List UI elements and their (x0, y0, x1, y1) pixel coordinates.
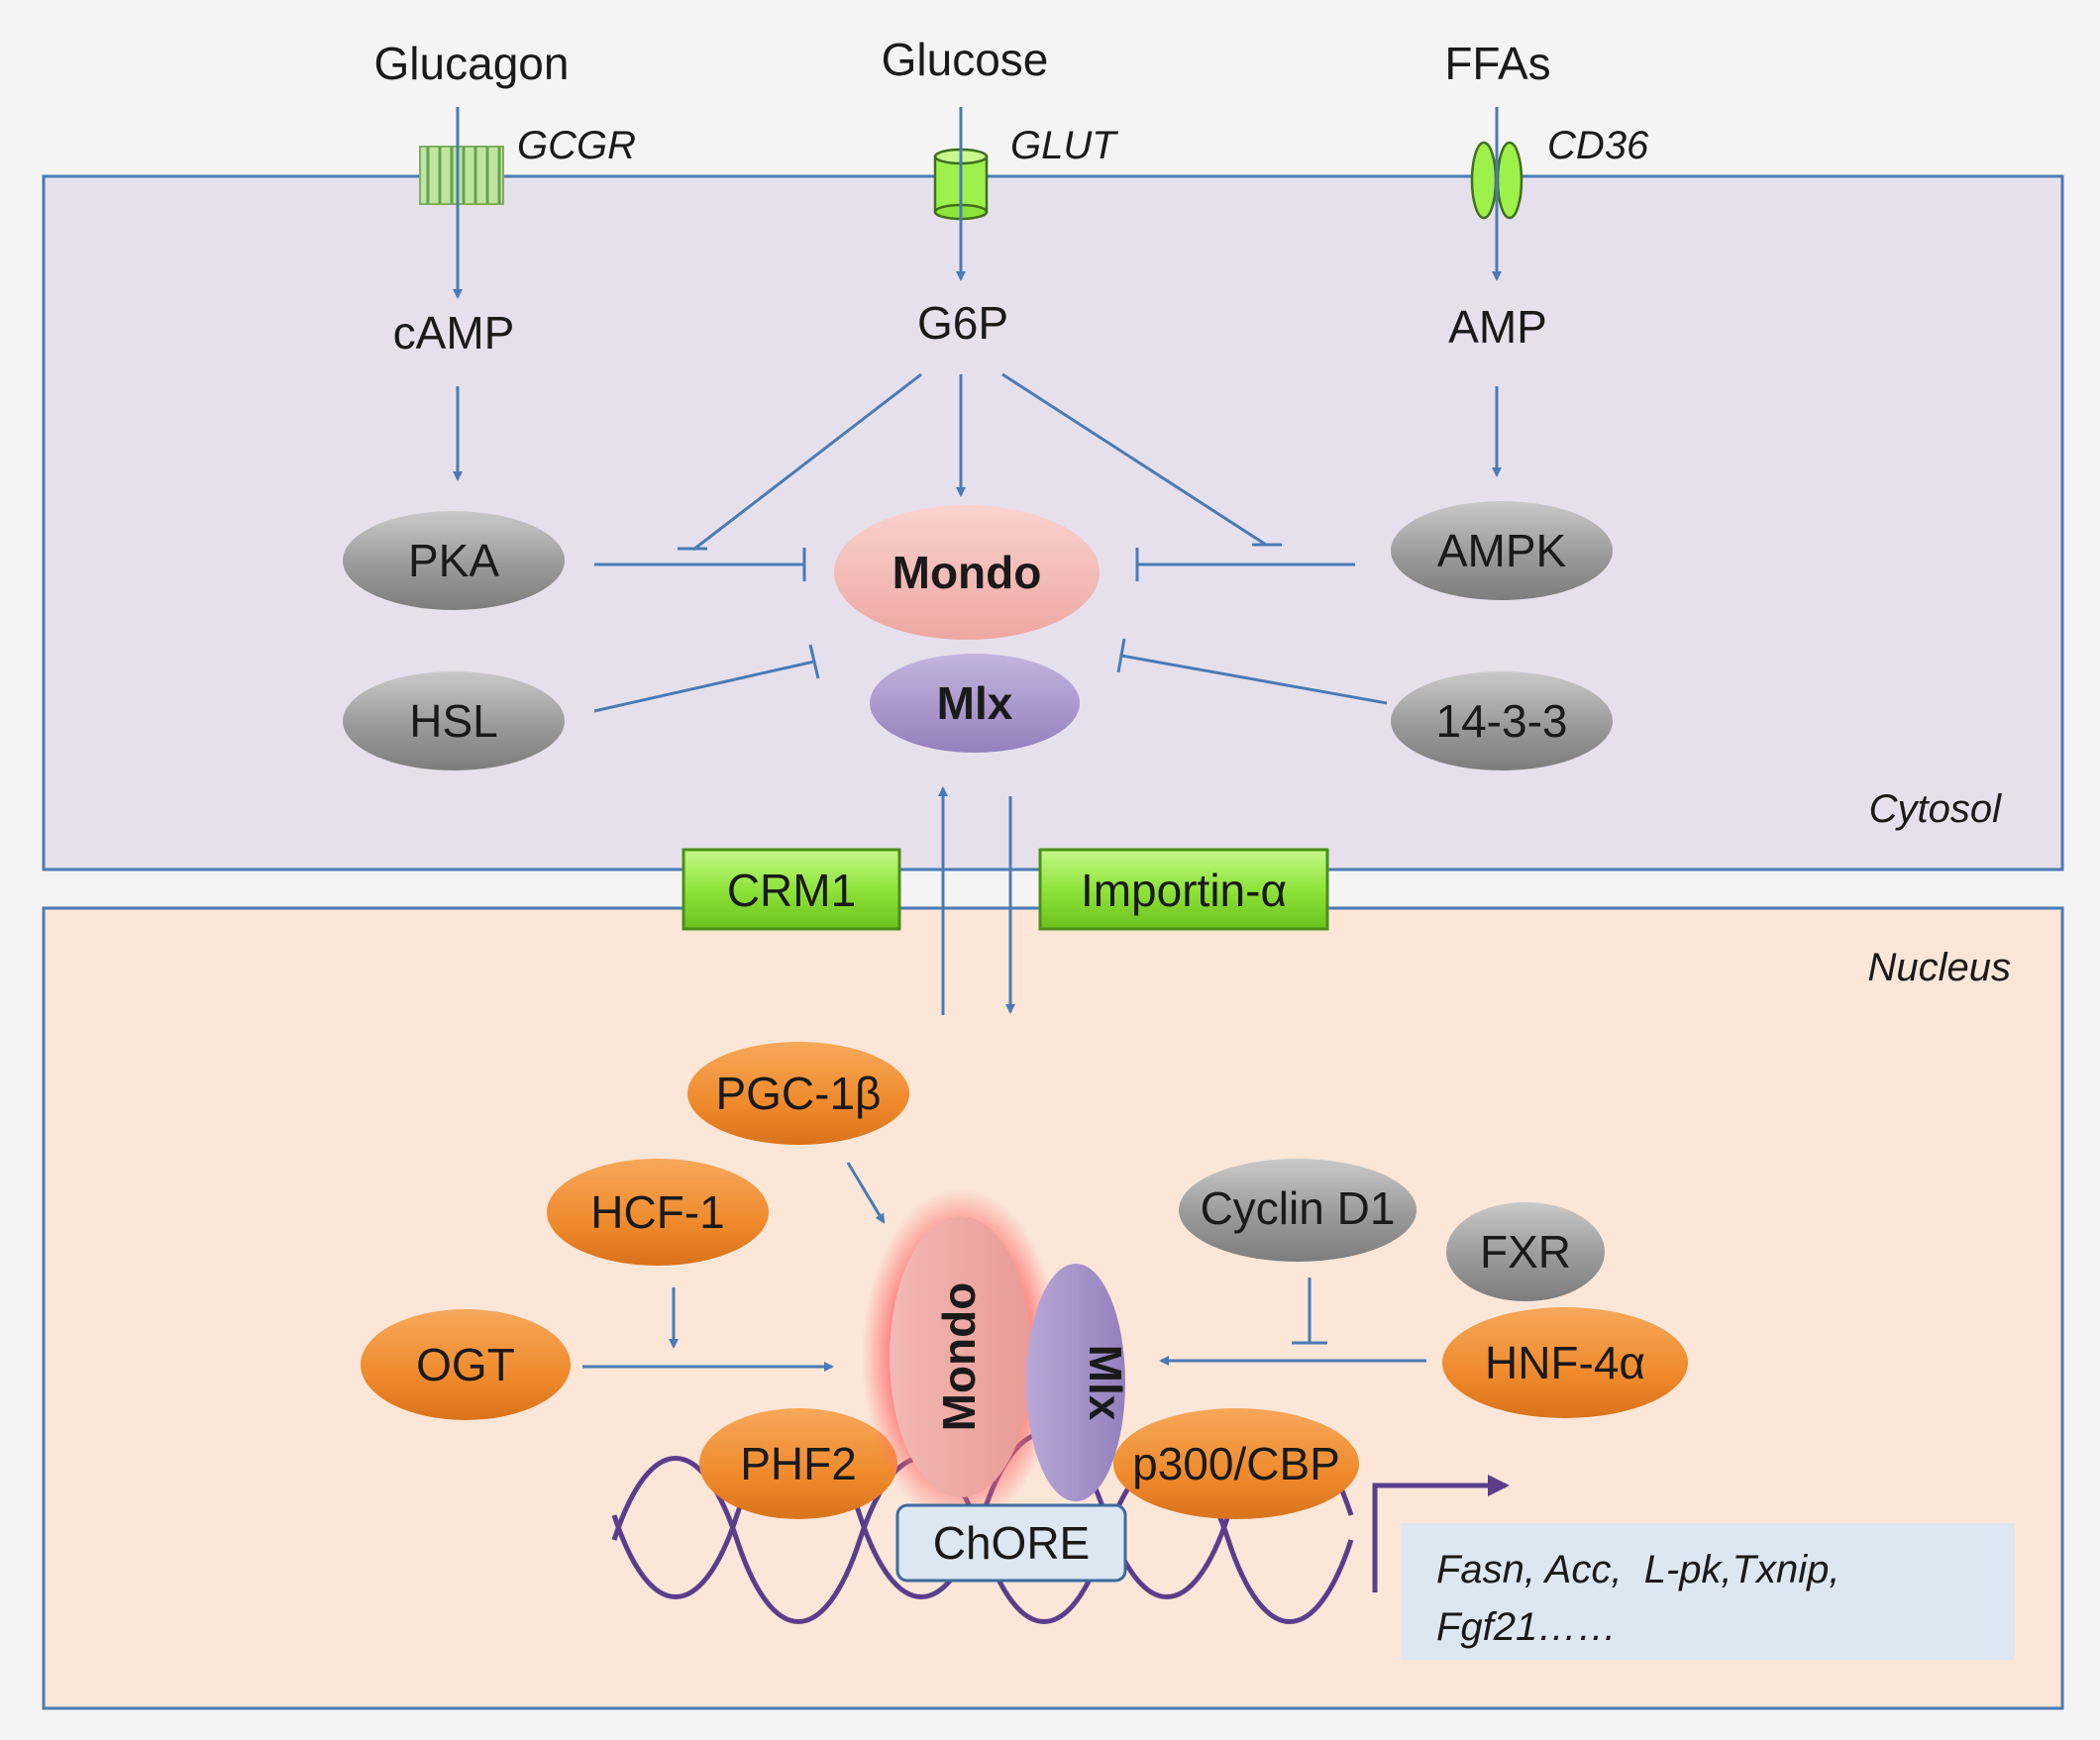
amp-label: AMP (1448, 301, 1547, 353)
cd36-label: CD36 (1547, 124, 1649, 167)
g6p-label: G6P (917, 297, 1008, 349)
ampk-protein: AMPK (1391, 501, 1613, 600)
inhibition-hsl-on-mondo (593, 644, 820, 713)
hcf-1-protein: HCF-1 (547, 1159, 769, 1266)
nucleus-label: Nucleus (1867, 946, 2011, 989)
target-genes-box: Fasn, Acc, L-pk,Txnip, Fgf21…… (1401, 1523, 2015, 1660)
phf2-protein: PHF2 (699, 1408, 897, 1519)
transcription-arrow (1372, 1475, 1510, 1592)
hcf-1-label: HCF-1 (590, 1186, 724, 1238)
p300-cbp-protein: p300/CBP (1113, 1408, 1359, 1519)
ampk-label: AMPK (1437, 525, 1567, 576)
ffas-label: FFAs (1444, 38, 1550, 89)
gcgr-label: GCGR (517, 124, 636, 167)
target-genes-line1: Fasn, Acc, L-pk,Txnip, (1436, 1548, 1840, 1591)
hsl-protein: HSL (343, 671, 565, 770)
mondo-cytosol-label: Mondo (892, 547, 1042, 598)
cyclin-d1-label: Cyclin D1 (1201, 1182, 1396, 1234)
mlx-nuclear-protein: Mlx (1026, 1264, 1131, 1501)
ogt-label: OGT (416, 1339, 515, 1390)
p300-cbp-label: p300/CBP (1132, 1438, 1340, 1489)
gcgr-receptor-icon (419, 146, 504, 205)
chore-label: ChORE (933, 1517, 1090, 1569)
glucose-label: Glucose (882, 34, 1049, 85)
crm1-exporter: CRM1 (682, 848, 901, 931)
cyclin-d1-protein: Cyclin D1 (1179, 1159, 1417, 1262)
chore-element: ChORE (895, 1503, 1127, 1583)
mlx-cytosol-protein: Mlx (870, 654, 1080, 753)
14-3-3-label: 14-3-3 (1436, 695, 1568, 747)
arrow-pgc-1b-to-mondo (846, 1162, 886, 1224)
inhibition-pka-on-mondo (594, 548, 806, 581)
importin-alpha-importer: Importin-α (1038, 848, 1329, 931)
mlx-cytosol-label: Mlx (937, 677, 1013, 729)
glut-label: GLUT (1010, 124, 1118, 167)
cytosol-label: Cytosol (1869, 787, 2002, 831)
inhibition-ampk-on-mondo (1135, 548, 1355, 581)
pka-label: PKA (408, 535, 499, 586)
inhibition-g6p-on-pka-path (678, 372, 922, 552)
mondo-cytosol-protein: Mondo (834, 505, 1100, 640)
phf2-label: PHF2 (740, 1438, 857, 1489)
fxr-label: FXR (1480, 1226, 1571, 1278)
camp-label: cAMP (393, 307, 515, 358)
glucagon-label: Glucagon (374, 38, 570, 89)
hnf-4a-label: HNF-4α (1485, 1337, 1645, 1388)
inhibition-g6p-on-ampk-path (1001, 372, 1282, 547)
fxr-protein: FXR (1446, 1202, 1605, 1301)
hnf-4a-protein: HNF-4α (1442, 1307, 1688, 1418)
14-3-3-protein: 14-3-3 (1391, 671, 1613, 770)
pka-protein: PKA (343, 511, 565, 610)
mlx-nuclear-label: Mlx (1080, 1345, 1131, 1421)
mondo-nuclear-protein: Mondo (862, 1188, 1060, 1525)
cd36-transporter-icon (1470, 141, 1523, 220)
inhibition-14-3-3-on-mondo (1116, 638, 1388, 705)
crm1-label: CRM1 (727, 865, 856, 916)
hsl-label: HSL (409, 695, 497, 747)
mondo-nuclear-label: Mondo (933, 1282, 985, 1432)
pgc-1b-label: PGC-1β (715, 1068, 881, 1119)
ogt-protein: OGT (361, 1309, 571, 1420)
inhibition-cyclin-d1 (1292, 1278, 1327, 1345)
pgc-1b-protein: PGC-1β (687, 1042, 909, 1145)
importin-alpha-label: Importin-α (1081, 865, 1287, 916)
target-genes-line2: Fgf21…… (1436, 1605, 1617, 1649)
